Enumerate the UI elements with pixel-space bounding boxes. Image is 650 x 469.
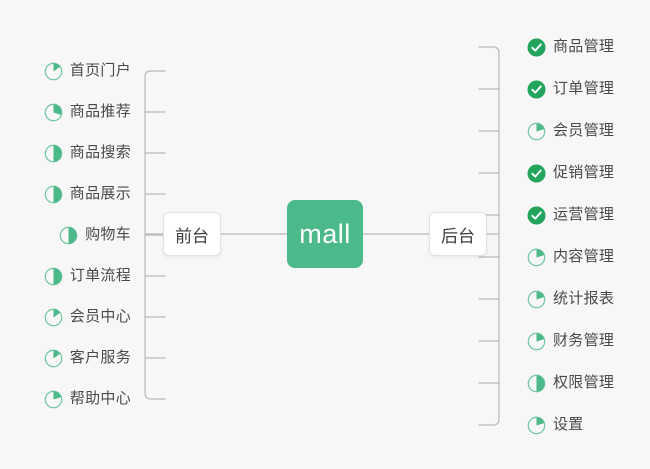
check-circle-icon	[527, 206, 546, 225]
pie-progress-icon	[527, 374, 546, 393]
root-node-mall[interactable]: mall	[287, 200, 363, 268]
leaf-item-front-5[interactable]: 订单流程	[44, 263, 131, 289]
leaf-item-label: 运营管理	[553, 206, 615, 223]
pie-progress-icon	[44, 103, 63, 122]
check-circle-icon	[527, 38, 546, 57]
leaf-item-front-0[interactable]: 首页门户	[44, 58, 131, 84]
pie-progress-icon	[44, 308, 63, 327]
leaf-item-label: 会员管理	[553, 122, 615, 139]
leaf-item-label: 客户服务	[69, 349, 131, 366]
leaf-item-front-4[interactable]: 购物车	[59, 222, 131, 248]
pie-progress-icon	[44, 144, 63, 163]
leaf-item-label: 权限管理	[553, 374, 615, 391]
pie-progress-icon	[44, 390, 63, 409]
check-circle-icon	[527, 164, 546, 183]
leaf-item-label: 会员中心	[69, 308, 131, 325]
leaf-item-back-2[interactable]: 会员管理	[527, 118, 614, 144]
leaf-item-back-8[interactable]: 权限管理	[527, 370, 614, 396]
leaf-item-front-6[interactable]: 会员中心	[44, 304, 131, 330]
leaf-item-back-3[interactable]: 促销管理	[527, 160, 614, 186]
leaf-item-front-1[interactable]: 商品推荐	[44, 99, 131, 125]
pie-progress-icon	[527, 248, 546, 267]
leaf-item-back-0[interactable]: 商品管理	[527, 34, 614, 60]
leaf-item-front-3[interactable]: 商品展示	[44, 181, 131, 207]
leaf-item-label: 商品搜索	[69, 144, 131, 161]
pie-progress-icon	[44, 185, 63, 204]
leaf-item-front-2[interactable]: 商品搜索	[44, 140, 131, 166]
pie-progress-icon	[44, 62, 63, 81]
leaf-item-back-5[interactable]: 内容管理	[527, 244, 614, 270]
leaf-item-label: 帮助中心	[69, 390, 131, 407]
pie-progress-icon	[527, 332, 546, 351]
leaf-item-label: 统计报表	[553, 290, 615, 307]
leaf-item-front-8[interactable]: 帮助中心	[44, 386, 131, 412]
leaf-item-label: 首页门户	[69, 62, 131, 79]
pie-progress-icon	[59, 226, 78, 245]
leaf-item-label: 订单管理	[553, 80, 615, 97]
branch-node-front[interactable]: 前台	[163, 212, 221, 256]
pie-progress-icon	[527, 290, 546, 309]
branch-node-front-label: 前台	[175, 226, 209, 246]
leaf-item-back-4[interactable]: 运营管理	[527, 202, 614, 228]
leaf-item-label: 商品管理	[553, 38, 615, 55]
pie-progress-icon	[527, 122, 546, 141]
branch-node-back-label: 后台	[441, 226, 475, 246]
leaf-item-label: 财务管理	[553, 332, 615, 349]
leaf-item-label: 商品展示	[69, 185, 131, 202]
branch-node-back[interactable]: 后台	[429, 212, 487, 256]
leaf-item-label: 订单流程	[69, 267, 131, 284]
leaf-item-back-6[interactable]: 统计报表	[527, 286, 614, 312]
pie-progress-icon	[44, 267, 63, 286]
leaf-item-back-9[interactable]: 设置	[527, 412, 584, 438]
root-node-label: mall	[299, 218, 351, 249]
check-circle-icon	[527, 80, 546, 99]
leaf-item-label: 内容管理	[553, 248, 615, 265]
pie-progress-icon	[527, 416, 546, 435]
leaf-item-front-7[interactable]: 客户服务	[44, 345, 131, 371]
leaf-item-label: 商品推荐	[69, 103, 131, 120]
leaf-item-label: 设置	[553, 416, 584, 433]
leaf-item-label: 购物车	[85, 226, 131, 243]
pie-progress-icon	[44, 349, 63, 368]
leaf-item-back-1[interactable]: 订单管理	[527, 76, 614, 102]
leaf-item-back-7[interactable]: 财务管理	[527, 328, 614, 354]
leaf-item-label: 促销管理	[553, 164, 615, 181]
